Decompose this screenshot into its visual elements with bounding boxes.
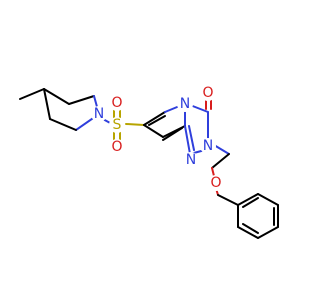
- pyridine-double-bond-2: [162, 127, 183, 141]
- sulfonyl-o-bottom-label: O: [111, 139, 122, 155]
- methyl-bond: [19, 88, 45, 100]
- triazole-n2-label: N: [203, 138, 213, 154]
- n-ethyl-bond: [213, 144, 230, 155]
- pyridine-bond-5: [143, 124, 164, 138]
- sulfonyl-s-label: S: [113, 117, 122, 133]
- triazolone-bond-1: [189, 104, 209, 113]
- phenyl-bond-6: [237, 226, 259, 239]
- piperidine-bond-2: [68, 95, 95, 105]
- sulfonyl-o-bottom-mask: [109, 139, 125, 155]
- phenyl-bond-3: [257, 193, 279, 206]
- triazole-n1-label: N: [186, 152, 196, 168]
- piperidine-n-label: N: [94, 106, 104, 122]
- triazole-n1-mask: [183, 152, 199, 168]
- phenyl-bond-5: [257, 226, 279, 239]
- sulfonyl-o-top-mask: [109, 95, 125, 111]
- phenyl-bond-2: [237, 193, 259, 206]
- piperidine-bond-1: [43, 88, 70, 105]
- piperidine-bond-6: [43, 88, 51, 120]
- sulfonyl-s-mask: [109, 117, 125, 133]
- molecule-canvas: N S O O N O N N O: [19, 85, 279, 239]
- carbonyl-o-mask: [200, 85, 216, 101]
- molecule-structure: N S O O N O N N O: [19, 85, 279, 239]
- ethyl-bond: [211, 153, 230, 169]
- bridge-n-label: N: [180, 96, 190, 112]
- piperidine-n-mask: [91, 106, 107, 122]
- phenyl-bond-1: [217, 194, 239, 206]
- s-c-bond: [125, 123, 145, 126]
- pyridine-bond-1: [143, 111, 166, 126]
- phenyl-double-bond-3: [242, 223, 259, 234]
- ether-o-label: O: [210, 175, 221, 191]
- carbonyl-o-label: O: [202, 85, 213, 101]
- phenyl-double-bond-1: [242, 197, 259, 208]
- triazole-n2-mask: [200, 138, 216, 154]
- triazolone-bond-4: [184, 125, 191, 155]
- piperidine-bond-5: [49, 118, 77, 131]
- sulfonyl-o-top-label: O: [111, 95, 122, 111]
- pyridine-double-bond-1: [148, 115, 166, 126]
- triazolone-double-bond: [188, 125, 195, 151]
- bridge-n-mask: [177, 96, 193, 112]
- ether-o-mask: [208, 175, 224, 191]
